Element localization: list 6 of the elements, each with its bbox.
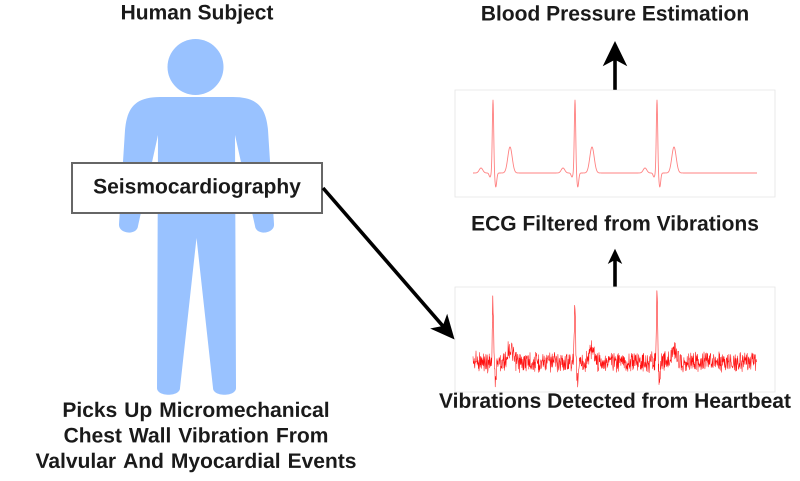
waveform-panel: ECG Filtered from Vibrations xyxy=(454,90,776,231)
text-box: Seismocardiography xyxy=(71,162,323,214)
description-text: Picks Up Micromechanical Chest Wall Vibration From Valvular And Myocardial Events xyxy=(36,402,356,472)
waveform-panel: Vibrations Detected from Heartbeat xyxy=(439,286,791,408)
result-label: Blood Pressure Estimation xyxy=(482,5,748,21)
figure-heading: Human Subject xyxy=(122,4,274,24)
